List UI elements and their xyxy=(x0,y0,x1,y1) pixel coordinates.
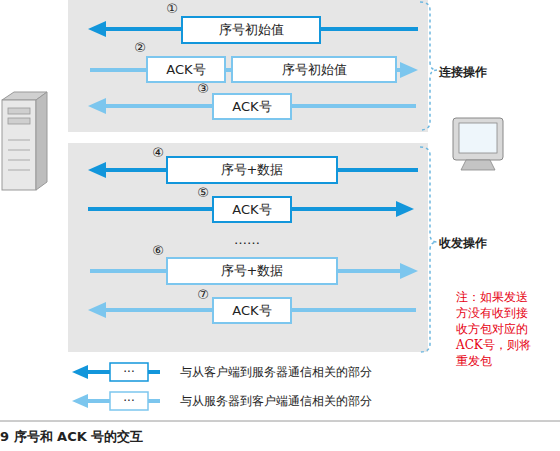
callout-number: ⑦ xyxy=(195,286,211,304)
callout-number: ⑤ xyxy=(195,184,211,202)
box-text: 序号初始值 xyxy=(219,21,284,39)
legend-text: 与从客户端到服务器通信相关的部分 xyxy=(180,364,372,381)
callout-number: …… xyxy=(227,231,267,249)
arrow-head xyxy=(88,98,106,114)
box-text: ACK号 xyxy=(232,98,271,116)
callout-number: ⑥ xyxy=(150,242,166,260)
callout-number: ① xyxy=(164,0,180,18)
bracket xyxy=(420,2,437,130)
arrow-head xyxy=(88,21,106,37)
message-box: 序号初始值 xyxy=(231,56,397,83)
box-text: 序号初始值 xyxy=(282,61,347,79)
arrow-head xyxy=(400,263,418,279)
box-text: 序号+数据 xyxy=(221,262,284,280)
note-text: 注：如果发送 方没有收到接 收方包对应的 ACK号，则将 重发包 xyxy=(456,289,536,369)
legend-arrow-head xyxy=(72,365,88,379)
message-box: 序号+数据 xyxy=(166,156,338,184)
message-box: ACK号 xyxy=(212,196,292,223)
arrow-head xyxy=(88,302,106,318)
message-box: ACK号 xyxy=(146,56,226,83)
figure-caption: 9 序号和 ACK 号的交互 xyxy=(0,428,143,446)
message-box: 序号初始值 xyxy=(181,16,321,44)
caption-rule xyxy=(0,421,560,422)
message-box: ACK号 xyxy=(212,297,292,324)
bracket xyxy=(420,147,437,352)
server-illustration xyxy=(2,92,47,190)
callout-number: ④ xyxy=(150,144,166,162)
legend-sample-text: ··· xyxy=(110,363,148,381)
arrows xyxy=(88,21,418,318)
arrow-head xyxy=(396,201,414,217)
legend-box xyxy=(110,392,148,410)
transfer-panel xyxy=(68,143,428,352)
phase-label: 收发操作 xyxy=(439,234,509,252)
callout-number: ② xyxy=(132,39,148,57)
message-box: ACK号 xyxy=(212,93,292,120)
arrow-head xyxy=(400,62,418,78)
phase-label: 连接操作 xyxy=(439,63,509,81)
client-illustration xyxy=(453,118,503,170)
box-text: 序号+数据 xyxy=(221,161,284,179)
arrow-head xyxy=(88,162,106,178)
connect-panel xyxy=(68,0,428,132)
box-text: ACK号 xyxy=(232,201,271,219)
callout-number: ③ xyxy=(195,80,211,98)
legend-samples xyxy=(72,363,160,410)
box-text: ACK号 xyxy=(232,302,271,320)
legend-sample-text: ··· xyxy=(110,392,148,410)
legend-arrow-head xyxy=(72,394,88,408)
legend-box xyxy=(110,363,148,381)
box-text: ACK号 xyxy=(166,61,205,79)
message-box: 序号+数据 xyxy=(166,257,338,285)
legend-text: 与从服务器到客户端通信相关的部分 xyxy=(180,393,372,410)
